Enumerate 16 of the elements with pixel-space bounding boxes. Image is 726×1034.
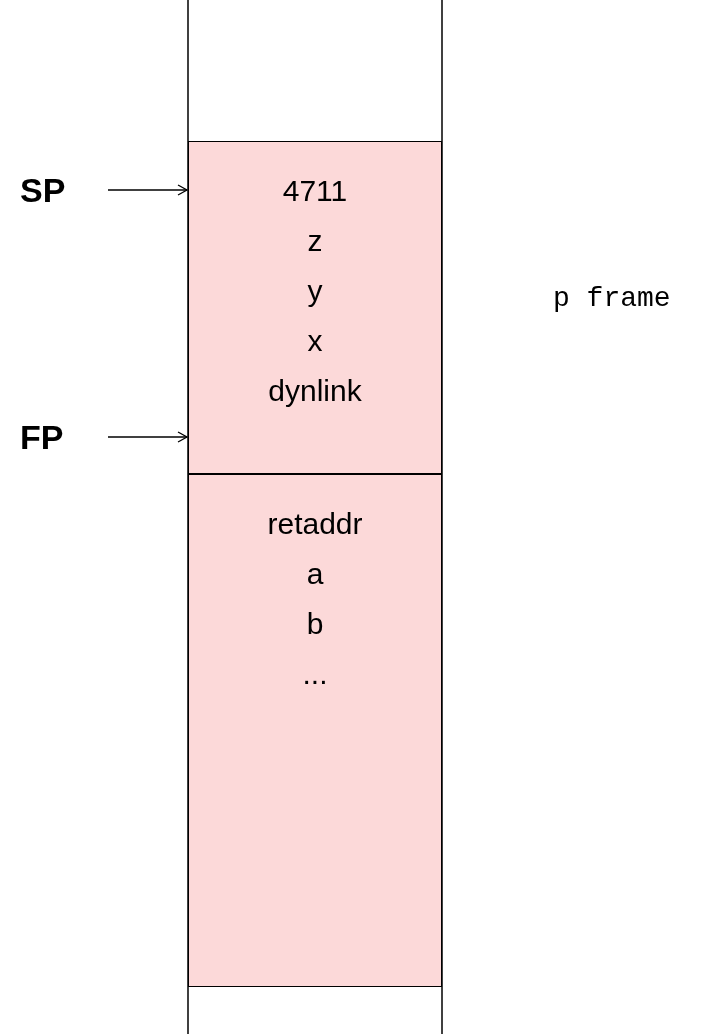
stack-frame — [188, 141, 442, 474]
arrow — [107, 184, 188, 196]
stack-slot-text: dynlink — [268, 373, 362, 409]
frame-label: p frame — [553, 282, 671, 316]
stack-frame — [188, 474, 442, 987]
stack-slot-text: retaddr — [267, 506, 363, 542]
pointer-label: SP — [20, 166, 90, 214]
arrow — [107, 431, 188, 443]
stack-slot-text: 4711 — [282, 173, 348, 209]
stack-slot-text: b — [306, 606, 324, 642]
stack-slot-text: ... — [302, 656, 328, 692]
stack-slot-text: a — [306, 556, 324, 592]
stack-slot-text: x — [307, 323, 323, 359]
stack-slot-text: y — [307, 273, 323, 309]
stack-slot-text: z — [307, 223, 323, 259]
pointer-label: FP — [20, 413, 90, 461]
